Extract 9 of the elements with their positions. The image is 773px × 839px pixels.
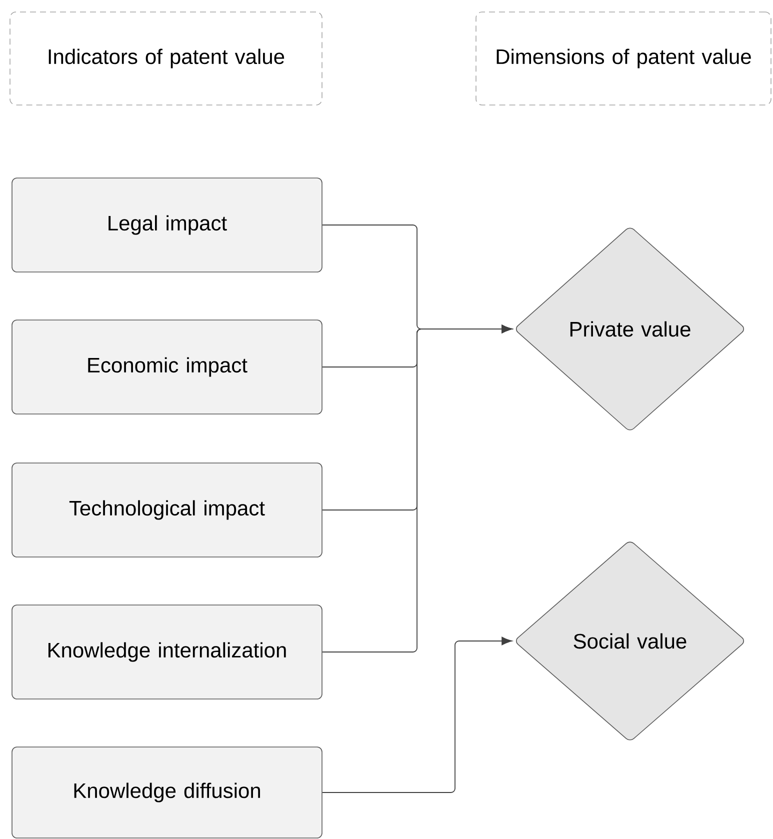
process-box: Technological impact	[12, 462, 322, 558]
process-box: Economic impact	[12, 320, 322, 414]
process-box: Knowledge diffusion	[12, 746, 322, 838]
process-box: Legal impact	[12, 178, 322, 272]
dashed-heading-box: Indicators of patent value	[10, 12, 322, 106]
process-box: Knowledge internalization	[12, 604, 322, 700]
arrow	[322, 636, 512, 793]
dashed-heading-box: Dimensions of patent value	[476, 12, 772, 106]
arrow	[322, 324, 512, 652]
